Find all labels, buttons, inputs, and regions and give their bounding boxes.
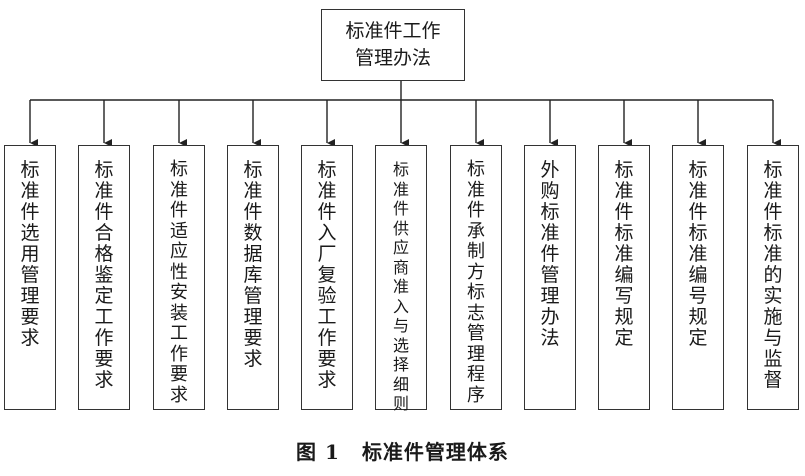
- child-node-label: 标准件标准的实施与监督: [763, 159, 783, 391]
- child-node-label: 标准件入厂复验工作要求: [317, 159, 337, 391]
- root-node-title-line2: 管理办法: [354, 47, 431, 69]
- child-node-3: 标准件适应性安装工作要求: [153, 145, 205, 410]
- child-node-9: 标准件标准编写规定: [598, 145, 650, 410]
- child-node-4: 标准件数据库管理要求: [227, 145, 279, 410]
- child-node-label: 标准件选用管理要求: [20, 159, 40, 349]
- child-node-label: 标准件适应性安装工作要求: [169, 159, 188, 406]
- branch-arrows: [29, 100, 781, 147]
- child-node-label: 标准件承制方标志管理程序: [466, 159, 485, 406]
- child-node-11: 标准件标准的实施与监督: [747, 145, 799, 410]
- child-node-label: 外购标准件管理办法: [540, 159, 560, 349]
- root-node-box: 标准件工作 管理办法: [321, 9, 465, 81]
- child-node-label: 标准件标准编写规定: [614, 159, 634, 349]
- root-node-title-line1: 标准件工作: [345, 20, 441, 42]
- child-node-1: 标准件选用管理要求: [4, 145, 56, 410]
- child-node-6: 标准件供应商准入与选择细则: [375, 145, 427, 413]
- child-node-10: 标准件标准编号规定: [672, 145, 724, 410]
- figure-caption: 图 1 标准件管理体系: [0, 436, 805, 465]
- figure-number: 图 1: [296, 440, 340, 464]
- child-node-7: 标准件承制方标志管理程序: [450, 145, 502, 410]
- child-node-label: 标准件数据库管理要求: [243, 159, 263, 370]
- child-node-5: 标准件入厂复验工作要求: [301, 145, 353, 410]
- child-node-8: 外购标准件管理办法: [524, 145, 576, 410]
- child-node-2: 标准件合格鉴定工作要求: [78, 145, 130, 410]
- child-node-label: 标准件标准编号规定: [688, 159, 708, 349]
- child-node-label: 标准件合格鉴定工作要求: [94, 159, 114, 391]
- figure-title: 标准件管理体系: [361, 440, 509, 464]
- child-node-label: 标准件供应商准入与选择细则: [393, 160, 410, 413]
